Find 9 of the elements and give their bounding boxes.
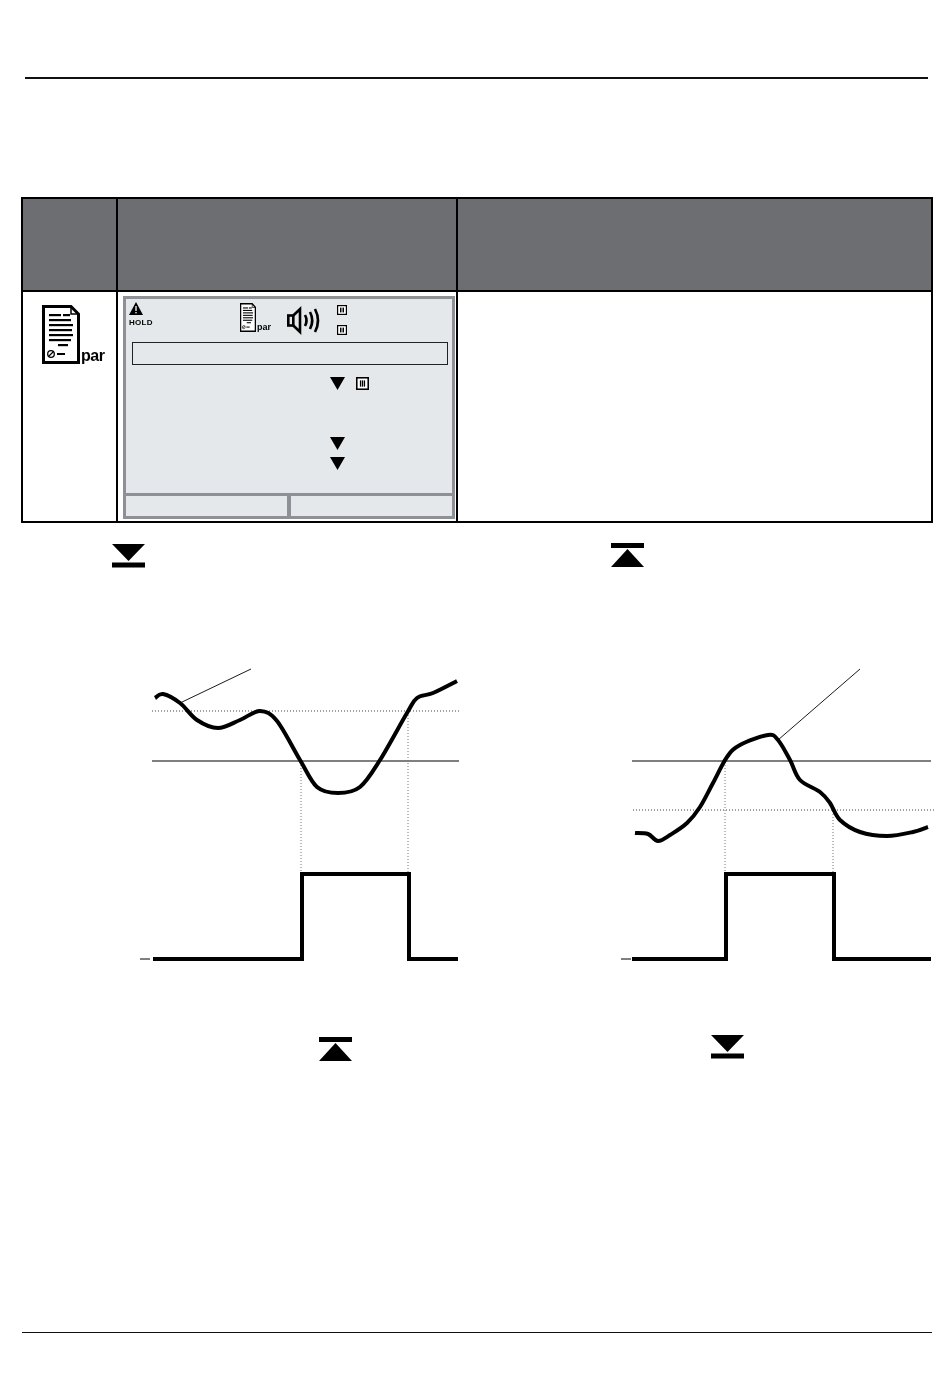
signal-curve <box>634 732 929 843</box>
softkey-area <box>291 496 452 516</box>
icon-label: par <box>81 347 105 365</box>
hold-label: HOLD <box>129 318 153 327</box>
leader-line <box>777 668 861 741</box>
softkey-area <box>126 496 287 516</box>
icon-label: par <box>257 322 271 332</box>
signal-curve <box>153 679 458 795</box>
leader-line <box>179 668 252 704</box>
